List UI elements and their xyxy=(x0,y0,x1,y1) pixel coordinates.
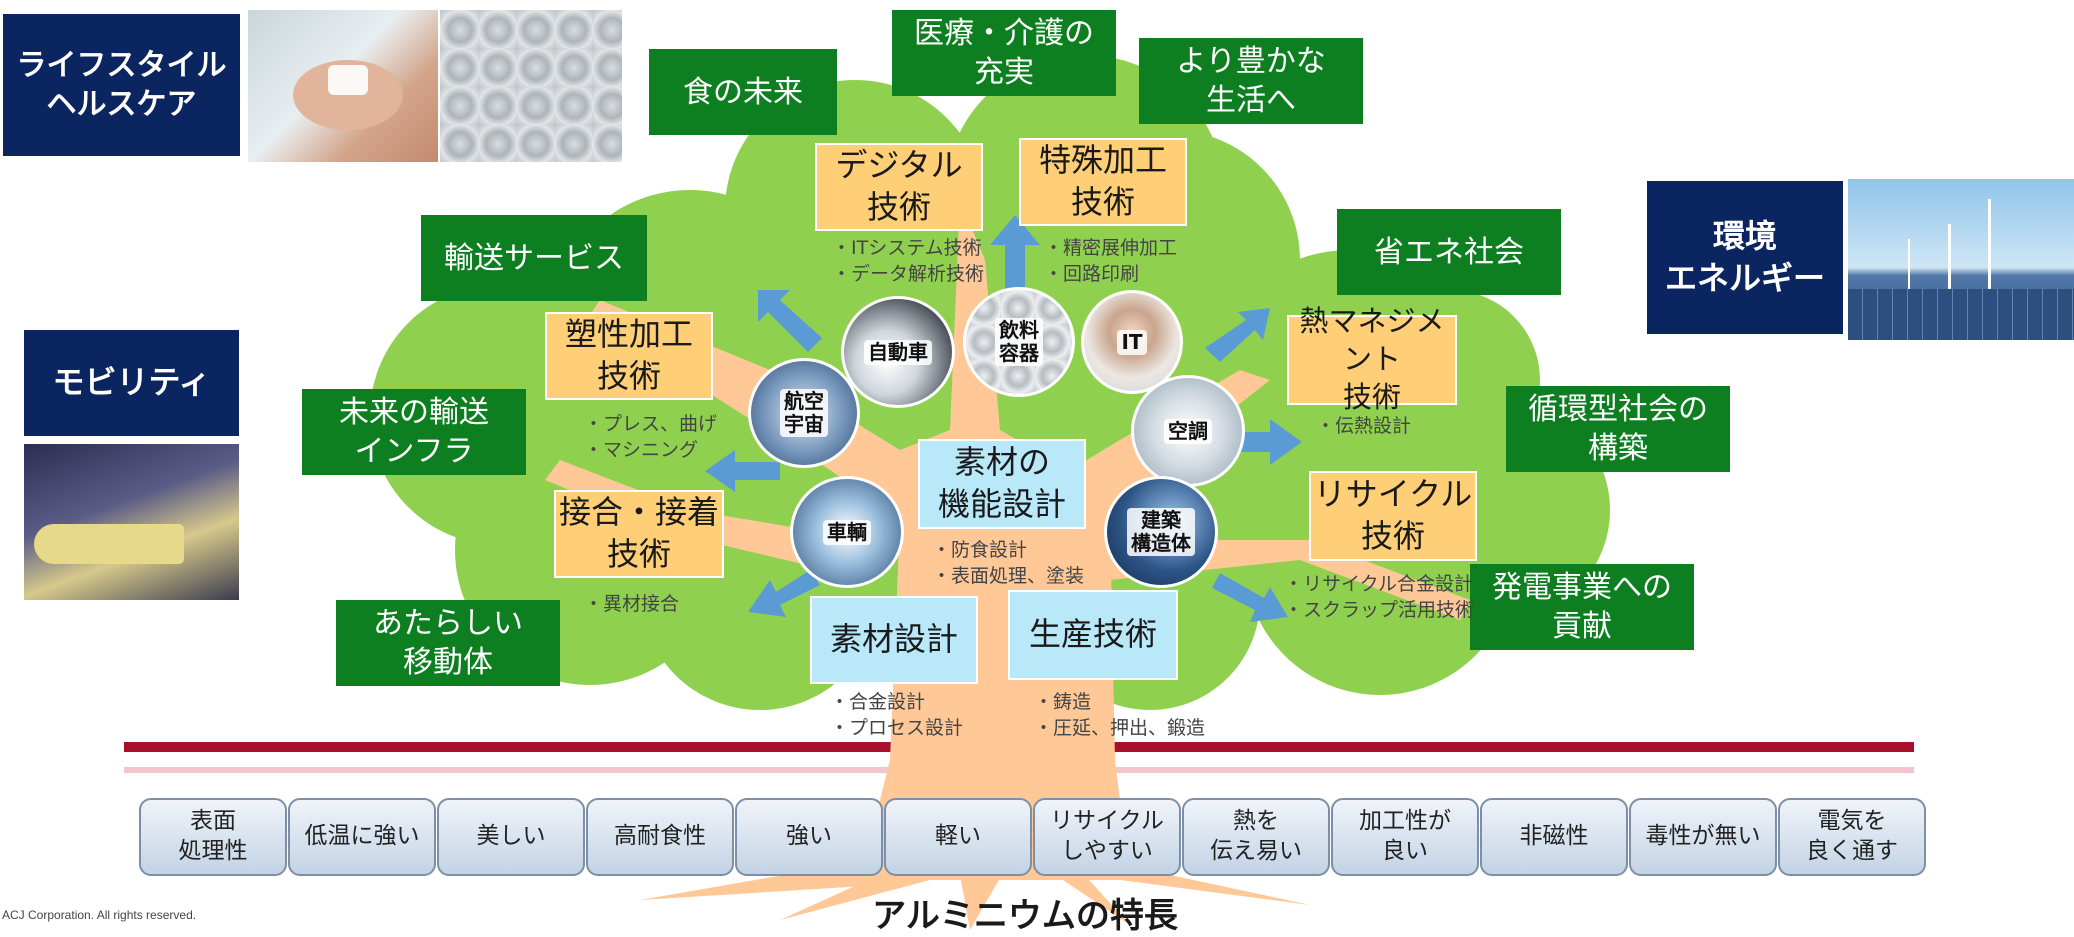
property-light: 軽い xyxy=(884,798,1032,876)
goal-transport-service: 輸送サービス xyxy=(421,215,647,301)
copyright-text: ACJ Corporation. All rights reserved. xyxy=(2,908,197,922)
tech-thermal-details: ・伝熱設計 xyxy=(1316,415,1412,437)
property-beautiful: 美しい xyxy=(437,798,585,876)
property-surface-treatment: 表面 処理性 xyxy=(139,798,287,876)
property-low-temperature: 低温に強い xyxy=(288,798,436,876)
direction-arrows xyxy=(705,215,1302,622)
application-car-label: 自動車 xyxy=(864,339,932,365)
tech-plastic-forming: 塑性加工 技術 xyxy=(545,312,713,400)
tech-material-details: ・合金設計 ・プロセス設計 xyxy=(830,691,964,739)
category-mobility: モビリティ xyxy=(24,330,239,436)
tech-special-processing: 特殊加工 技術 xyxy=(1019,138,1187,226)
application-it-label: IT xyxy=(1117,329,1147,355)
tech-material-design: 素材設計 xyxy=(810,596,978,684)
application-railcar-label: 車輌 xyxy=(823,519,871,545)
property-heat-conductive: 熱を 伝え易い xyxy=(1182,798,1330,876)
application-railcar: 車輌 xyxy=(790,476,904,588)
application-building-label: 建築 構造体 xyxy=(1127,508,1195,556)
property-strong: 強い xyxy=(735,798,883,876)
property-non-toxic: 毒性が無い xyxy=(1629,798,1777,876)
tech-digital: デジタル 技術 xyxy=(815,143,983,231)
tech-digital-details: ・ITシステム技術 ・データ解析技術 xyxy=(832,237,985,285)
application-beverage-label: 飲料 容器 xyxy=(995,318,1043,366)
application-it: IT xyxy=(1081,290,1183,394)
goal-medical-care: 医療・介護の 充実 xyxy=(892,10,1116,96)
application-beverage-container: 飲料 容器 xyxy=(963,287,1075,397)
goal-circular-society: 循環型社会の 構築 xyxy=(1506,386,1730,472)
tech-recycling: リサイクル 技術 xyxy=(1309,471,1477,561)
property-workable: 加工性が 良い xyxy=(1331,798,1479,876)
wind-solar-photo xyxy=(1848,179,2074,340)
tech-production: 生産技術 xyxy=(1008,590,1178,680)
goal-future-infrastructure: 未来の輸送 インフラ xyxy=(302,389,526,475)
bullet-train-photo xyxy=(24,444,239,600)
cans-photo xyxy=(440,10,622,162)
tech-production-details: ・鋳造 ・圧延、押出、鍛造 xyxy=(1034,691,1206,739)
goal-power-generation: 発電事業への 貢献 xyxy=(1470,564,1694,650)
category-environment-energy: 環境 エネルギー xyxy=(1647,181,1843,334)
tech-joining-details: ・異材接合 xyxy=(584,593,680,615)
hands-photo xyxy=(248,10,438,162)
root-title: アルミニウムの特長 xyxy=(872,896,1178,936)
goal-new-mobility: あたらしい 移動体 xyxy=(336,600,560,686)
goal-richer-life: より豊かな 生活へ xyxy=(1139,38,1363,124)
tech-plastic-details: ・プレス、曲げ ・マシニング xyxy=(584,413,718,461)
application-car: 自動車 xyxy=(841,296,955,408)
application-aerospace: 航空 宇宙 xyxy=(748,358,860,468)
application-aerospace-label: 航空 宇宙 xyxy=(780,389,828,437)
application-air-conditioning: 空調 xyxy=(1131,375,1245,487)
application-aircon-label: 空調 xyxy=(1164,418,1212,444)
category-lifestyle-healthcare: ライフスタイル ヘルスケア xyxy=(3,14,240,156)
property-non-magnetic: 非磁性 xyxy=(1480,798,1628,876)
tech-functional-design: 素材の 機能設計 xyxy=(918,439,1086,529)
goal-food-future: 食の未来 xyxy=(649,49,837,135)
tech-thermal-management: 熱マネジメント 技術 xyxy=(1287,304,1457,414)
tech-special-details: ・精密展伸加工 ・回路印刷 xyxy=(1044,237,1178,285)
tech-functional-details: ・防食設計 ・表面処理、塗装 xyxy=(932,539,1085,587)
property-corrosion-resistant: 高耐食性 xyxy=(586,798,734,876)
goal-energy-saving: 省エネ社会 xyxy=(1337,209,1561,295)
property-recyclable: リサイクル しやすい xyxy=(1033,798,1181,876)
property-electrical-conductivity: 電気を 良く通す xyxy=(1778,798,1926,876)
application-building-structure: 建築 構造体 xyxy=(1104,476,1218,588)
tech-joining-bonding: 接合・接着 技術 xyxy=(554,490,724,578)
tech-recycling-details: ・リサイクル合金設計 ・スクラップ活用技術 xyxy=(1284,573,1475,621)
